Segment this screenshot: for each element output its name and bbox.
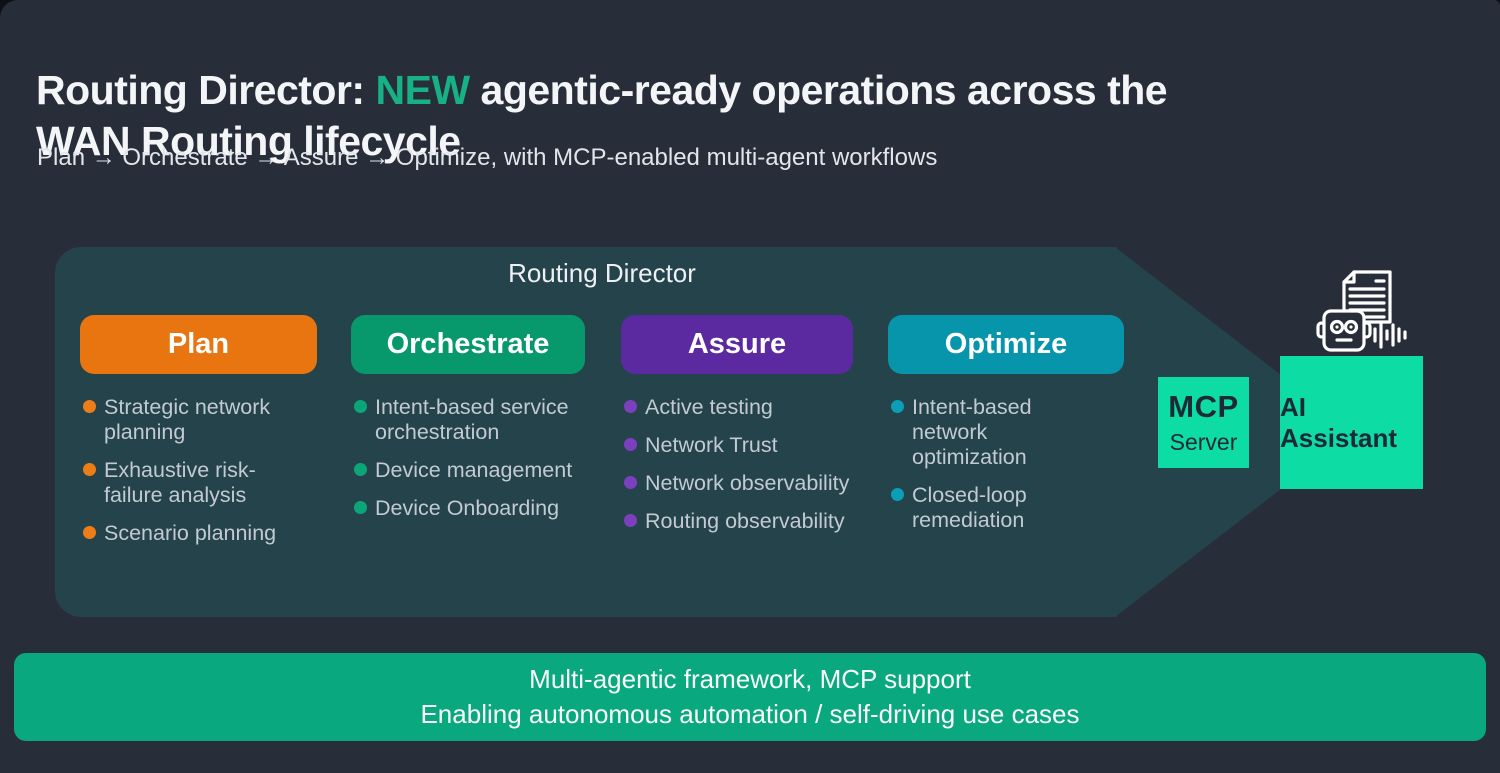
column-optimize: Optimize Intent-based network optimizati… [888,315,1124,546]
list-item: Device management [354,458,585,483]
list-item: Active testing [624,395,861,420]
orchestrate-header: Orchestrate [351,315,585,374]
list-item-label: Active testing [645,395,773,419]
bullet-dot-icon [83,526,96,539]
title-pre: Routing Director: [36,67,376,114]
list-item-label: Scenario planning [104,521,277,545]
list-item: Intent-based network optimization [891,395,1124,470]
bullet-dot-icon [891,488,904,501]
list-item: Intent-based service orchestration [354,395,585,445]
list-item-label: Closed-loop remediation [912,483,1027,532]
list-item: Device Onboarding [354,496,585,521]
bullet-dot-icon [354,463,367,476]
optimize-header: Optimize [888,315,1124,374]
ai-assistant-label: AI Assistant [1280,391,1398,453]
mcp-server-label: Server [1169,429,1238,455]
bullet-dot-icon [354,501,367,514]
column-assure: Assure Active testing Network Trust Netw… [621,315,861,547]
list-item-label: Routing observability [645,509,845,533]
list-item: Strategic network planning [83,395,317,445]
assure-list: Active testing Network Trust Network obs… [621,395,861,534]
subtitle: Plan → Orchestrate → Assure → Optimize, … [37,144,938,171]
list-item-label: Network Trust [645,433,778,457]
bullet-dot-icon [83,400,96,413]
list-item-label: Intent-based network optimization [912,395,1032,469]
banner-line1: Multi-agentic framework, MCP support [529,664,971,694]
title-post: agentic-ready operations across the [469,67,1168,114]
orchestrate-list: Intent-based service orchestration Devic… [351,395,585,521]
plan-list: Strategic network planning Exhaustive ri… [80,395,317,546]
plan-header: Plan [80,315,317,374]
bullet-dot-icon [624,400,637,413]
list-item: Exhaustive risk-failure analysis [83,458,317,508]
title-highlight: NEW [375,67,470,114]
robot-document-voice-icon [1316,270,1407,352]
list-item-label: Strategic network planning [104,395,271,444]
list-item-label: Device Onboarding [375,496,560,520]
mcp-server-box: MCP Server [1158,377,1249,468]
routing-director-label: Routing Director [508,258,696,288]
banner-line2: Enabling autonomous automation / self-dr… [420,699,1080,729]
list-item: Network observability [624,471,861,496]
list-item: Network Trust [624,433,861,458]
assure-header: Assure [621,315,853,374]
bullet-dot-icon [624,514,637,527]
bullet-dot-icon [624,476,637,489]
routing-director-container [55,247,1117,617]
page-title: Routing Director: NEW agentic-ready oper… [36,65,1466,167]
list-item: Scenario planning [83,521,317,546]
list-item-label: Device management [375,458,573,482]
mcp-label: MCP [1168,389,1239,424]
list-item-label: Exhaustive risk-failure analysis [104,458,256,507]
ai-assistant-box: AI Assistant [1280,356,1423,489]
bullet-dot-icon [83,463,96,476]
list-item-label: Network observability [645,471,850,495]
column-plan: Plan Strategic network planning Exhausti… [80,315,317,559]
bullet-dot-icon [354,400,367,413]
list-item-label: Intent-based service orchestration [375,395,569,444]
bullet-dot-icon [624,438,637,451]
bullet-dot-icon [891,400,904,413]
bottom-banner: Multi-agentic framework, MCP support Ena… [14,653,1486,741]
optimize-list: Intent-based network optimization Closed… [888,395,1124,533]
list-item: Closed-loop remediation [891,483,1124,533]
column-orchestrate: Orchestrate Intent-based service orchest… [351,315,585,534]
list-item: Routing observability [624,509,861,534]
title-line2: WAN Routing lifecycle [36,118,461,165]
